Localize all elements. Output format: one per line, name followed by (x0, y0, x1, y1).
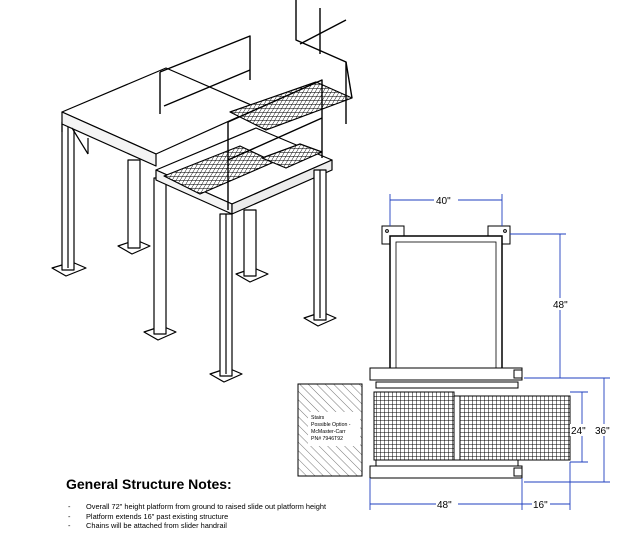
fixed-grate (373, 391, 455, 461)
solid-platform (389, 235, 503, 379)
note-item: Platform extends 16" past existing struc… (66, 512, 366, 522)
isometric-view (51, 0, 353, 383)
center-leg (143, 177, 177, 341)
back-left-leg (51, 121, 87, 277)
far-right-leg (303, 169, 337, 327)
stairs-line-1: Stairs (311, 415, 325, 421)
note-item: Overall 72" height platform from ground … (66, 502, 366, 512)
stairs-line-4: PN# 7946T92 (311, 436, 343, 442)
slide-out-grate (459, 395, 571, 461)
dim-extension: 16" (533, 500, 548, 511)
note-item: Chains will be attached from slider hand… (66, 521, 366, 531)
back-right-leg (235, 209, 269, 283)
stairs-callout: Stairs Possible Option - McMaster-Carr P… (311, 415, 351, 442)
front-leg (209, 213, 243, 383)
notes-list: Overall 72" height platform from ground … (66, 502, 366, 531)
dim-outer-depth: 36" (595, 426, 610, 437)
back-middle-leg (117, 159, 151, 255)
stairs-line-2: Possible Option - (311, 422, 351, 428)
dim-inner-depth: 24" (571, 426, 586, 437)
dimension-labels: 40" 48" 24" 36" 48" 16" (434, 194, 616, 511)
plan-view (297, 225, 571, 479)
dim-height: 48" (553, 300, 568, 311)
dim-top-width: 40" (436, 196, 451, 207)
handrails (159, 0, 353, 210)
stairs-line-3: McMaster-Carr (311, 429, 346, 435)
structure-notes: General Structure Notes: Overall 72" hei… (66, 476, 366, 531)
notes-title: General Structure Notes: (66, 476, 232, 492)
dim-bottom-width: 48" (437, 500, 452, 511)
